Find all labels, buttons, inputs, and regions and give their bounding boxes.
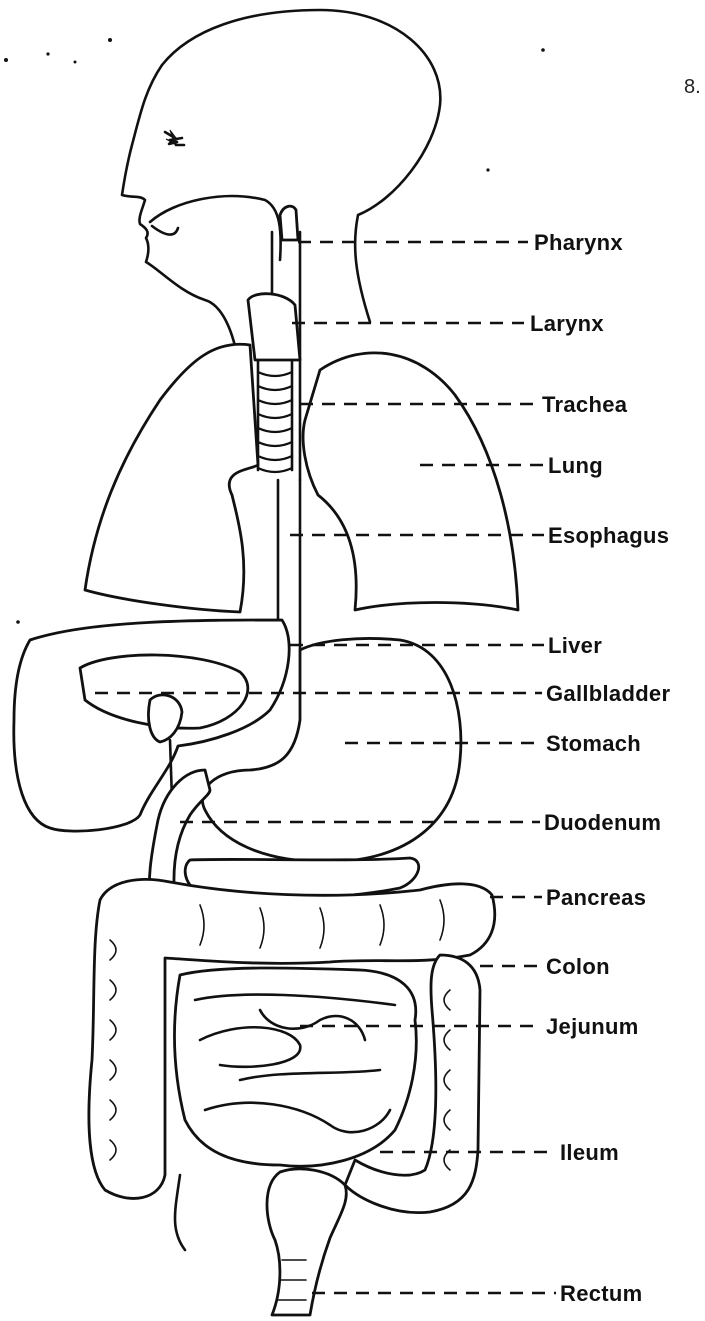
label-pharynx: Pharynx bbox=[534, 230, 623, 255]
label-trachea: Trachea bbox=[542, 392, 628, 417]
label-liver: Liver bbox=[548, 633, 602, 658]
lungs bbox=[85, 344, 518, 612]
page-number: 8. bbox=[684, 76, 701, 98]
label-esophagus: Esophagus bbox=[548, 523, 669, 548]
label-duodenum: Duodenum bbox=[544, 810, 661, 835]
label-jejunum: Jejunum bbox=[546, 1014, 639, 1039]
label-stomach: Stomach bbox=[546, 731, 641, 756]
label-rectum: Rectum bbox=[560, 1281, 643, 1306]
label-gallbladder: Gallbladder bbox=[546, 681, 670, 706]
label-pancreas: Pancreas bbox=[546, 885, 646, 910]
label-lung: Lung bbox=[548, 453, 603, 478]
label-ileum: Ileum bbox=[560, 1140, 619, 1165]
label-colon: Colon bbox=[546, 954, 610, 979]
label-larynx: Larynx bbox=[530, 311, 604, 336]
labels: Pharynx Larynx Trachea Lung Esophagus Li… bbox=[530, 230, 670, 1306]
